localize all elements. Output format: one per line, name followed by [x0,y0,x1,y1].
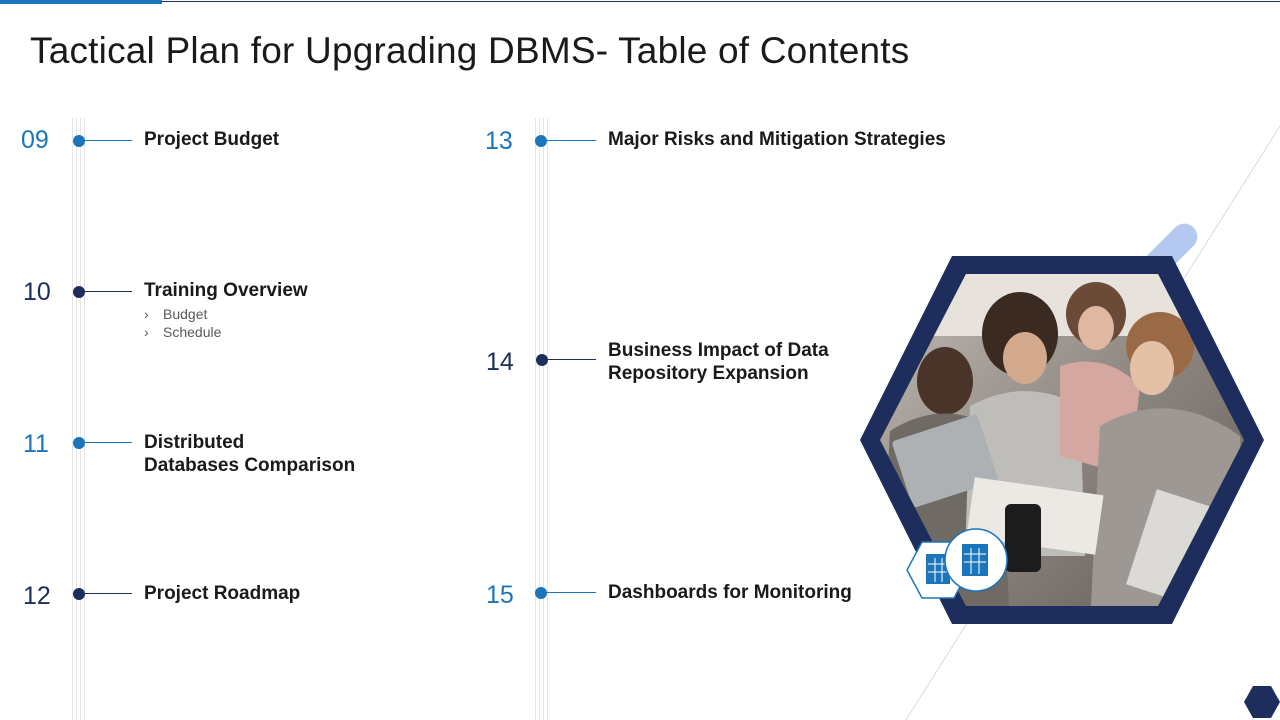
header-accent-bar [0,0,162,4]
toc-subitem: › Budget [144,305,221,323]
page-title: Tactical Plan for Upgrading DBMS- Table … [30,30,910,71]
toc-number: 11 [23,430,49,458]
timeline-rail [535,118,536,720]
spreadsheet-doc-icon [944,528,1008,592]
toc-connector [84,140,132,141]
toc-number: 14 [486,348,514,376]
toc-label: Major Risks and Mitigation Strategies [608,129,946,150]
toc-dot [73,286,85,298]
toc-subitems: › Budget › Schedule [144,305,221,341]
timeline-rail [76,118,77,720]
timeline-rail [72,118,73,720]
toc-dot [73,135,85,147]
timeline-rail [543,118,544,720]
toc-number: 13 [485,127,513,155]
toc-label-line: Databases Comparison [144,455,356,476]
toc-label: Training Overview [144,280,308,301]
toc-number: 12 [23,582,51,610]
toc-connector [546,140,596,141]
header-rule [162,1,1280,2]
toc-connector [84,593,132,594]
toc-label: Project Roadmap [144,583,301,604]
toc-label-line: Business Impact of Data [608,340,829,361]
timeline-rail [539,118,540,720]
timeline-rail [84,118,85,720]
toc-dot [535,135,547,147]
toc-label: Dashboards for Monitoring [608,582,852,603]
toc-dot [535,587,547,599]
toc-subitem-label: Budget [163,306,208,322]
toc-dot [536,354,548,366]
toc-number: 09 [21,126,49,154]
toc-connector [84,442,132,443]
corner-hexagon [1244,686,1280,718]
timeline-rail [80,118,81,720]
toc-label-line: Distributed [144,432,245,453]
toc-label: Project Budget [144,129,280,150]
chevron-right-icon: › [144,324,149,340]
toc-dot [73,437,85,449]
toc-number: 15 [486,581,514,609]
timeline-rail [547,118,548,720]
toc-label-line: Repository Expansion [608,363,809,384]
toc-dot [73,588,85,600]
toc-connector [546,592,596,593]
chevron-right-icon: › [144,306,149,322]
toc-number: 10 [23,278,51,306]
toc-connector [547,359,596,360]
toc-subitem-label: Schedule [163,324,222,340]
toc-connector [84,291,132,292]
toc-subitem: › Schedule [144,323,221,341]
